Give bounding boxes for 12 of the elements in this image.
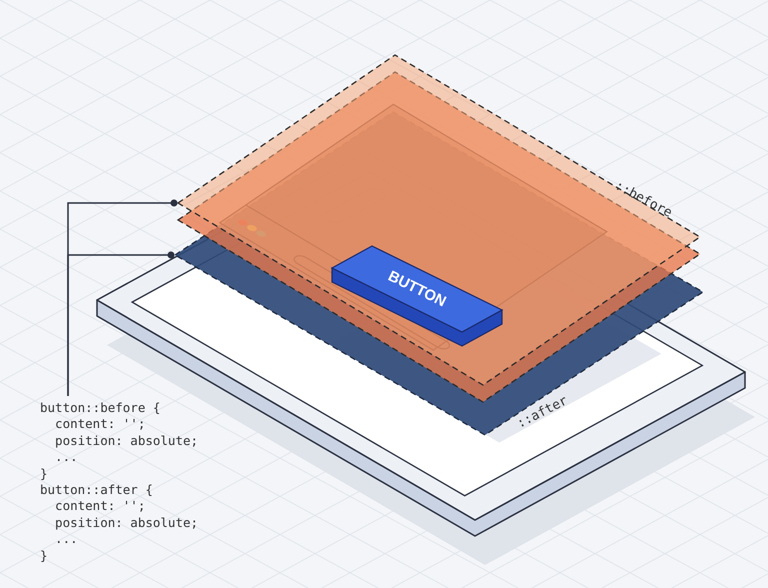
code-line: content: ''; — [54, 416, 146, 433]
code-line: position: absolute; — [54, 514, 198, 532]
code-line: ... — [54, 531, 79, 548]
leader-line — [67, 252, 174, 396]
code-line: button::after { — [40, 482, 154, 498]
code-line: content: ''; — [54, 498, 146, 515]
code-line: position: absolute; — [54, 432, 198, 450]
code-line: } — [40, 548, 49, 564]
code-line: ... — [54, 449, 79, 466]
code-line: button::before { — [40, 400, 162, 416]
code-line: } — [40, 466, 49, 482]
button-block — [332, 246, 502, 346]
